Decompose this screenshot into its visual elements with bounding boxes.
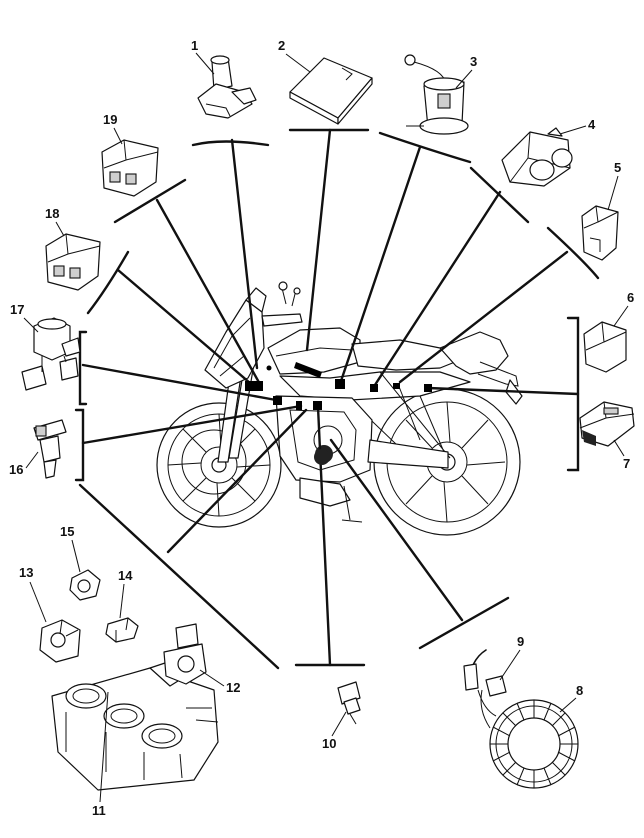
location-markers — [245, 362, 432, 465]
callout-10: 10 — [322, 736, 336, 751]
part-11-throttle-bodies — [51, 661, 219, 791]
part-17-solenoid-valve — [21, 317, 81, 391]
part-12-throttle-sensor — [163, 623, 207, 685]
part-4-relay-unit — [501, 127, 573, 187]
callout-5: 5 — [614, 160, 621, 175]
part-5-relay — [581, 205, 619, 261]
motorcycle-illustration — [156, 281, 523, 536]
callout-14: 14 — [118, 568, 133, 583]
callout-15: 15 — [60, 524, 74, 539]
part-1-sensor — [197, 55, 257, 119]
part-15-sensor — [69, 569, 101, 601]
callout-6: 6 — [627, 290, 634, 305]
callout-18: 18 — [45, 206, 59, 221]
callout-16: 16 — [9, 462, 23, 477]
callout-3: 3 — [470, 54, 477, 69]
callout-9: 9 — [517, 634, 524, 649]
part-18-relay — [45, 233, 101, 291]
callout-13: 13 — [19, 565, 33, 580]
callout-7: 7 — [623, 456, 630, 471]
part-10-temp-sensor — [337, 681, 361, 725]
callout-numbers: 1 2 3 4 5 6 7 8 9 10 11 12 13 14 15 16 1… — [9, 38, 634, 818]
part-9-pickup-coil — [463, 649, 507, 717]
leader-lines — [74, 128, 600, 670]
callout-12: 12 — [226, 680, 240, 695]
part-14-sensor — [105, 617, 139, 643]
callout-19: 19 — [103, 112, 117, 127]
part-2-ecu — [289, 57, 373, 125]
part-16-injector — [33, 419, 67, 479]
callout-4: 4 — [588, 117, 596, 132]
callout-8: 8 — [576, 683, 583, 698]
part-7-relay-connector — [579, 401, 635, 447]
part-6-relay — [583, 321, 627, 373]
callout-1: 1 — [191, 38, 198, 53]
callout-2: 2 — [278, 38, 285, 53]
callout-11: 11 — [92, 803, 106, 818]
part-19-relay — [101, 139, 159, 197]
part-8-stator — [480, 689, 579, 789]
callout-17: 17 — [10, 302, 24, 317]
part-3-fuel-pump — [404, 54, 469, 135]
part-13-sensor — [39, 619, 81, 663]
